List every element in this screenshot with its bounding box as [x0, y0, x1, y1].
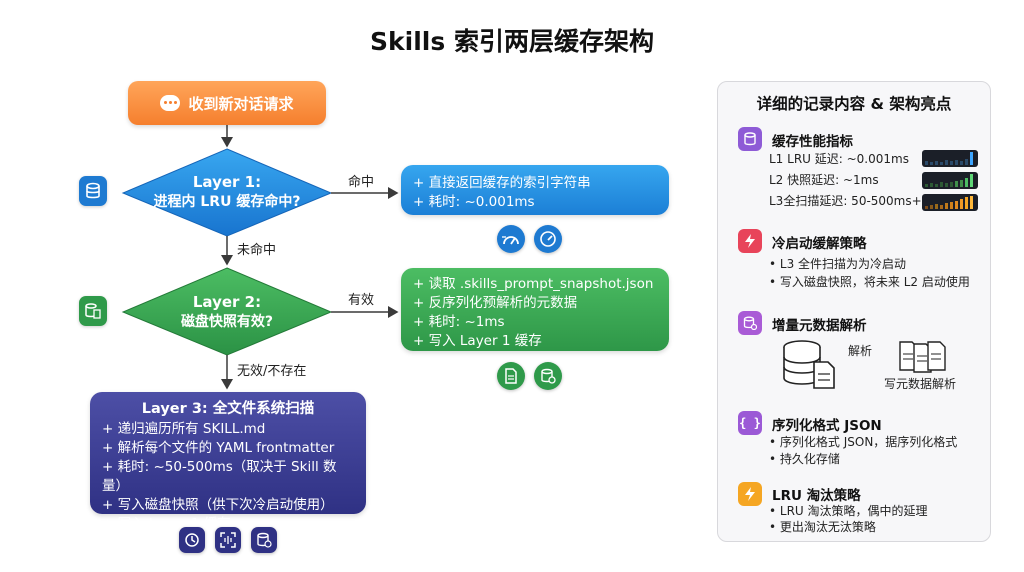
start-label: 收到新对话请求: [188, 94, 294, 113]
layer2-text: Layer 2: 磁盘快照有效?: [143, 292, 311, 332]
speedometer-icon: [497, 225, 525, 253]
clock-icon: [179, 527, 205, 553]
layer2-title: Layer 2:: [192, 293, 262, 311]
database-settings-icon: [534, 362, 562, 390]
coldstart-line: 写入磁盘快照，将未来 L2 启动使用: [769, 274, 970, 291]
scan-icon: [215, 527, 241, 553]
sparkline-l1: [922, 150, 978, 167]
result-line: 读取 .skills_prompt_snapshot.json: [413, 275, 657, 294]
page-title: Skills 索引两层缓存架构: [370, 27, 654, 56]
valid-label: 有效: [348, 293, 375, 308]
database-clock-icon: [251, 527, 277, 553]
braces-icon: { }: [738, 411, 762, 435]
result-line: 耗时: ~1ms: [413, 313, 657, 332]
panel-title: 详细的记录内容 & 架构亮点: [756, 95, 952, 113]
lru-line: LRU 淘汰策略，偶中的延理: [769, 503, 928, 520]
layer1-question: 进程内 LRU 缓存命中?: [153, 194, 301, 210]
database-icon: [79, 176, 107, 206]
layer2-question: 磁盘快照有效?: [180, 314, 274, 330]
layer3-box: Layer 3: 全文件系统扫描 递归遍历所有 SKILL.md 解析每个文件的…: [90, 392, 366, 532]
result-line: 反序列化预解析的元数据: [413, 294, 657, 313]
metric-l1: L1 LRU 延迟: ~0.001ms: [769, 152, 909, 166]
hit-label: 命中: [348, 175, 375, 190]
section-title-incremental: 增量元数据解析: [772, 318, 867, 334]
json-line: 序列化格式 JSON，据序列化格式: [769, 434, 957, 451]
section-title-lru: LRU 淘汰策略: [772, 488, 861, 504]
metric-l3: L3全扫描延迟: 50-500ms+: [769, 194, 922, 208]
start-node: 收到新对话请求: [128, 81, 326, 125]
database-settings-icon: [738, 311, 762, 335]
json-line: 持久化存储: [769, 451, 840, 468]
result-line: 写入 Layer 1 缓存: [413, 332, 657, 351]
documents-icon: [899, 341, 946, 373]
miss-label: 未命中: [237, 243, 277, 258]
layer3-line: 写入磁盘快照（供下次冷启动使用）: [102, 496, 354, 515]
database-document-icon: [783, 340, 835, 389]
layer3-title: Layer 3: 全文件系统扫描: [141, 401, 315, 417]
database-icon: [738, 127, 762, 151]
layer3-line: 解析每个文件的 YAML frontmatter: [102, 439, 354, 458]
coldstart-line: L3 全件扫描为为冷启动: [769, 256, 906, 273]
chat-bubble-icon: [160, 95, 181, 111]
lru-line: 更出淘汰无汰策略: [769, 519, 876, 536]
layer1-title: Layer 1:: [192, 173, 262, 191]
gauge-icon: [534, 225, 562, 253]
lightning-icon: [738, 482, 762, 506]
lightning-icon: [738, 229, 762, 253]
result-line: 耗时: ~0.001ms: [413, 193, 657, 212]
parse-caption: 写元数据解析: [884, 377, 957, 391]
result-line: 直接返回缓存的索引字符串: [413, 174, 657, 193]
document-icon: [497, 362, 525, 390]
sparkline-l2: [922, 172, 978, 189]
section-title-metrics: 缓存性能指标: [772, 134, 853, 150]
database-file-icon: [79, 296, 107, 326]
section-title-json: 序列化格式 JSON: [772, 418, 882, 434]
section-title-coldstart: 冷启动缓解策略: [772, 236, 867, 252]
parse-arrow-label: 解析: [848, 344, 873, 358]
layer3-line: 耗时: ~50-500ms（取决于 Skill 数量）: [102, 458, 354, 496]
invalid-label: 无效/不存在: [237, 364, 307, 379]
metric-l2: L2 快照延迟: ~1ms: [769, 173, 879, 187]
sparkline-l3: [922, 194, 978, 211]
layer1-text: Layer 1: 进程内 LRU 缓存命中?: [133, 172, 321, 212]
layer3-line: 递归遍历所有 SKILL.md: [102, 420, 354, 439]
layer1-result: 直接返回缓存的索引字符串 耗时: ~0.001ms: [401, 165, 669, 215]
layer2-result: 读取 .skills_prompt_snapshot.json 反序列化预解析的…: [401, 268, 669, 351]
